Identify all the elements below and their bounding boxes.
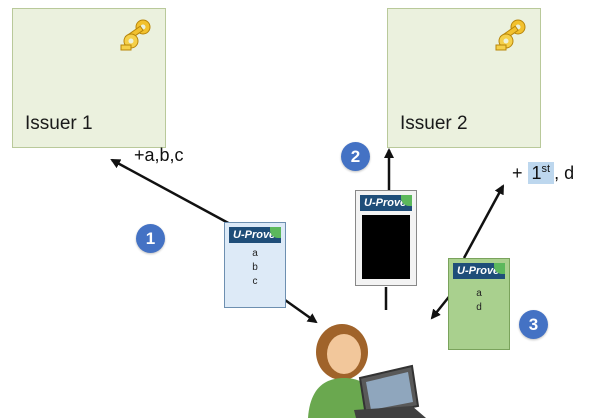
issuer-1-attributes-label: +a,b,c [134,145,184,165]
keys-icon [495,19,526,51]
issuer-2-box: Issuer 2 [387,8,541,148]
token-1-logo: U-Prove [229,227,281,243]
token-2-logo: U-Prove [360,195,412,211]
token-3-attributes: a d [449,287,509,315]
arrow-to-issuer-1 [110,158,233,227]
token-1-attr-c: c [252,276,258,287]
token-1-card: U-Prove a b c [224,222,286,308]
token-logo-mark-icon [401,195,412,206]
issuer-2-label: Issuer 2 [400,113,468,134]
issuer-1-label: Issuer 1 [25,113,93,134]
token-logo-mark-icon [494,263,505,274]
step-1-badge: 1 [136,224,165,253]
token-3-attr-a: a [476,288,482,299]
token-2-card: U-Prove [355,190,417,286]
issuer-1-box: Issuer 1 [12,8,166,148]
first-attribute-superscript: st [541,163,551,175]
arrow-to-issuer-3 [462,184,505,259]
token-1-attr-b: b [252,262,258,273]
token-3-attr-d: d [476,302,482,313]
step-2-badge: 2 [341,142,370,171]
first-attribute-number: 1 [531,163,542,183]
token-2-blackout [362,215,410,279]
token-3-card: U-Prove a d [448,258,510,350]
token-1-attributes: a b c [225,247,285,289]
keys-icon [120,19,151,51]
arrow-token1-to-user [284,298,318,324]
user-with-laptop-icon [308,324,426,418]
token-logo-mark-icon [270,227,281,238]
step-3-badge: 3 [519,310,548,339]
issuer-3-attributes-label: + 1st, d [512,162,575,184]
first-attribute-highlight: 1st [527,162,555,184]
attributes-prefix: + [512,163,528,183]
attributes-suffix: , d [554,163,575,183]
token-3-logo: U-Prove [453,263,505,279]
token-1-attr-a: a [252,248,258,259]
